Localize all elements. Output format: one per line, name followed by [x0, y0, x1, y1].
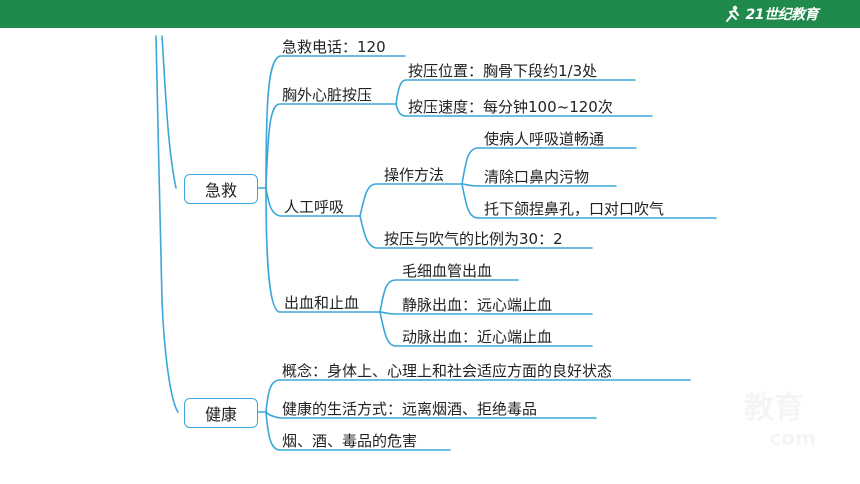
watermark-sub: com — [769, 426, 816, 450]
node-health-harm: 烟、酒、毒品的危害 — [282, 432, 418, 450]
node-method-step2: 清除口鼻内污物 — [484, 168, 590, 186]
node-health: 健康 — [184, 398, 258, 428]
node-artery: 动脉出血：近心端止血 — [402, 328, 553, 346]
node-cpr-speed: 按压速度：每分钟100~120次 — [408, 98, 613, 116]
node-ratio: 按压与吹气的比例为30：2 — [384, 230, 563, 248]
node-emergency-phone: 急救电话：120 — [282, 38, 386, 56]
node-cpr-position: 按压位置：胸骨下段约1/3处 — [408, 62, 598, 80]
watermark-main: 教育 — [744, 391, 804, 426]
node-first-aid: 急救 — [184, 174, 258, 204]
node-method: 操作方法 — [384, 166, 445, 184]
node-cpr: 胸外心脏按压 — [282, 86, 373, 104]
node-bleeding: 出血和止血 — [284, 294, 360, 312]
node-health-concept: 概念：身体上、心理上和社会适应方面的良好状态 — [282, 362, 613, 380]
node-vein: 静脉出血：远心端止血 — [402, 296, 553, 314]
runner-logo-icon — [724, 5, 742, 23]
node-method-step3: 托下颌捏鼻孔，口对口吹气 — [484, 200, 665, 218]
node-health-lifestyle: 健康的生活方式：远离烟酒、拒绝毒品 — [282, 400, 538, 418]
node-artificial-respiration: 人工呼吸 — [284, 198, 345, 216]
header-bar: 21世纪教育 — [0, 0, 860, 28]
node-capillary: 毛细血管出血 — [402, 262, 493, 280]
node-method-step1: 使病人呼吸道畅通 — [484, 130, 605, 148]
logo: 21世纪教育 — [724, 3, 819, 25]
logo-text: 21世纪教育 — [745, 7, 819, 23]
